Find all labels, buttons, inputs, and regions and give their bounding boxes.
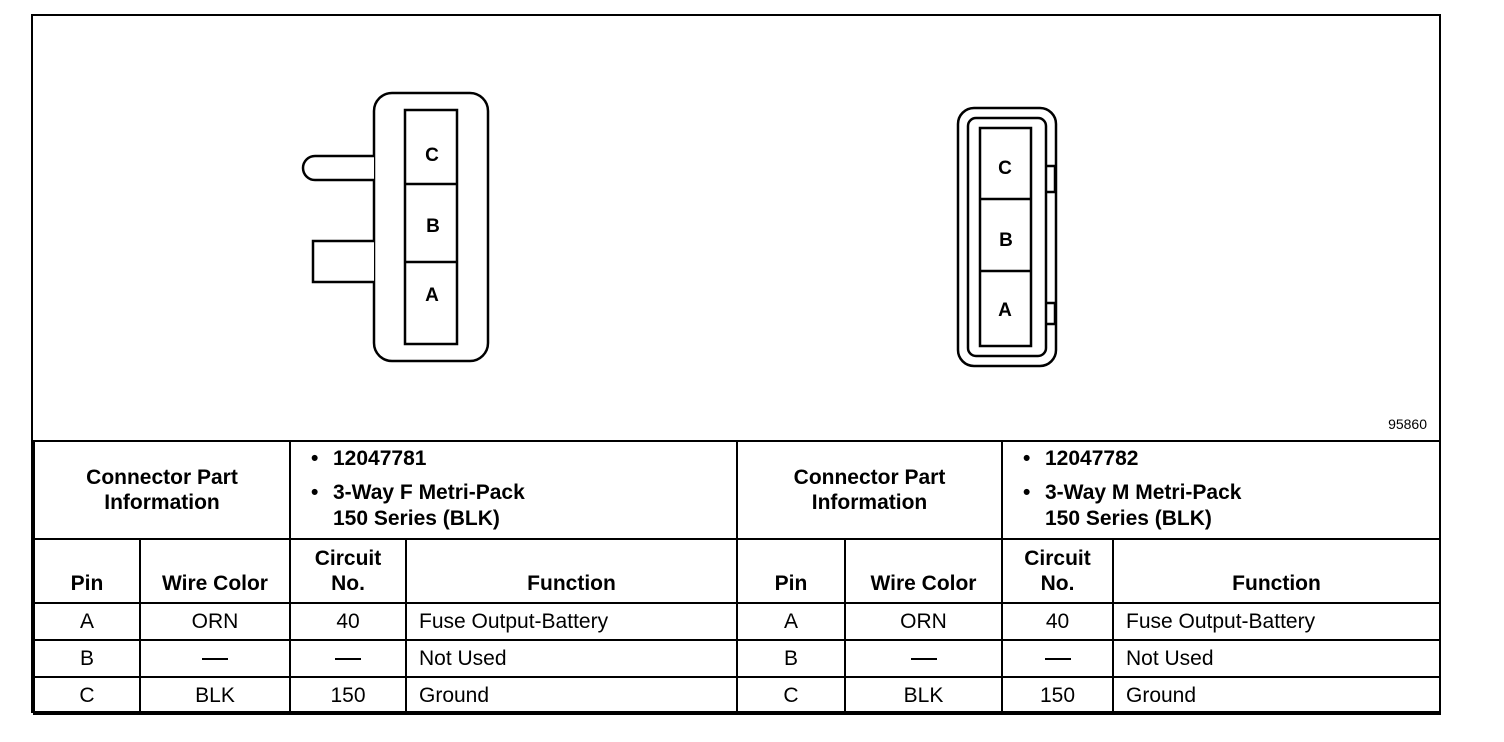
function-cell: Fuse Output-Battery (405, 602, 738, 641)
right-connector-tab-top (1046, 164, 1057, 194)
not-applicable-dash (910, 657, 937, 660)
pin-cell: B (33, 639, 141, 678)
right-part-description-line2: 150 Series (BLK) (1045, 507, 1212, 530)
pin-cell: C (33, 676, 141, 715)
circuit-cell (289, 639, 407, 678)
connector-drawings: C B A C B A (301, 91, 1058, 368)
left-pin-header: Pin (33, 538, 141, 604)
right-part-info-label: Connector Part Information (736, 440, 1003, 540)
function-cell: Not Used (1111, 639, 1442, 678)
left-function-header: Function (405, 538, 738, 604)
wire-color-cell: ORN (139, 602, 291, 641)
wire-color-cell (844, 639, 1003, 678)
left-part-description-line2: 150 Series (BLK) (333, 507, 500, 530)
right-connector-inner-shell (966, 116, 1048, 358)
right-wire-color-header: Wire Color (844, 538, 1003, 604)
left-pin-b-label: B (426, 216, 440, 237)
right-part-description-line1: 3-Way M Metri-Pack (1023, 480, 1439, 506)
circuit-cell: 150 (289, 676, 407, 715)
circuit-cell: 40 (289, 602, 407, 641)
left-connector-body (372, 91, 490, 363)
table-row: A ORN 40 Fuse Output-Battery A ORN 40 Fu… (33, 602, 1442, 641)
right-part-info-details: 12047782 3-Way M Metri-Pack 150 Series (… (1000, 440, 1442, 540)
connector-drawing-area: C B A C B A 95860 (33, 16, 1439, 440)
wire-color-cell: BLK (844, 676, 1003, 715)
wire-color-cell: BLK (139, 676, 291, 715)
right-connector-outer-shell (956, 106, 1058, 368)
left-part-info-details: 12047781 3-Way F Metri-Pack 150 Series (… (289, 440, 738, 540)
connector-pinout-table: Connector Part Information 12047781 3-Wa… (33, 440, 1442, 715)
pin-cell: A (33, 602, 141, 641)
function-cell: Not Used (405, 639, 738, 678)
figure-reference-number: 95860 (1388, 416, 1427, 432)
right-pin-a-label: A (998, 300, 1012, 321)
pin-cell: C (736, 676, 846, 715)
left-pin-a-label: A (425, 285, 439, 306)
left-wire-color-header: Wire Color (139, 538, 291, 604)
left-connector-latch (301, 154, 374, 182)
left-connector-drawing (301, 91, 490, 363)
circuit-cell: 40 (1001, 602, 1114, 641)
right-pin-header: Pin (736, 538, 846, 604)
function-cell: Fuse Output-Battery (1111, 602, 1442, 641)
table-row: C BLK 150 Ground C BLK 150 Ground (33, 676, 1442, 715)
table-row: B Not Used B Not Used (33, 639, 1442, 678)
right-pin-c-label: C (998, 158, 1012, 179)
not-applicable-dash (202, 657, 228, 660)
left-connector-cavity-block (403, 108, 459, 346)
left-part-description-line1: 3-Way F Metri-Pack (311, 480, 736, 506)
circuit-cell (1001, 639, 1114, 678)
function-cell: Ground (1111, 676, 1442, 715)
pin-cell: B (736, 639, 846, 678)
right-connector-drawing (956, 106, 1058, 368)
right-pin-b-label: B (999, 230, 1013, 251)
function-cell: Ground (405, 676, 738, 715)
wire-color-cell (139, 639, 291, 678)
right-function-header: Function (1111, 538, 1442, 604)
left-part-number: 12047781 (311, 446, 736, 472)
left-pin-c-label: C (425, 145, 439, 166)
left-part-info-label: Connector Part Information (33, 440, 291, 540)
not-applicable-dash (335, 657, 361, 660)
right-connector-cavity-block (978, 126, 1033, 348)
connector-diagram-frame: C B A C B A 95860 Connect (31, 14, 1442, 715)
not-applicable-dash (1044, 657, 1071, 660)
right-connector-tab-bottom (1046, 301, 1057, 326)
wire-color-cell: ORN (844, 602, 1003, 641)
right-part-number: 12047782 (1023, 446, 1439, 472)
circuit-cell: 150 (1001, 676, 1114, 715)
left-connector-key (311, 239, 374, 284)
pin-cell: A (736, 602, 846, 641)
